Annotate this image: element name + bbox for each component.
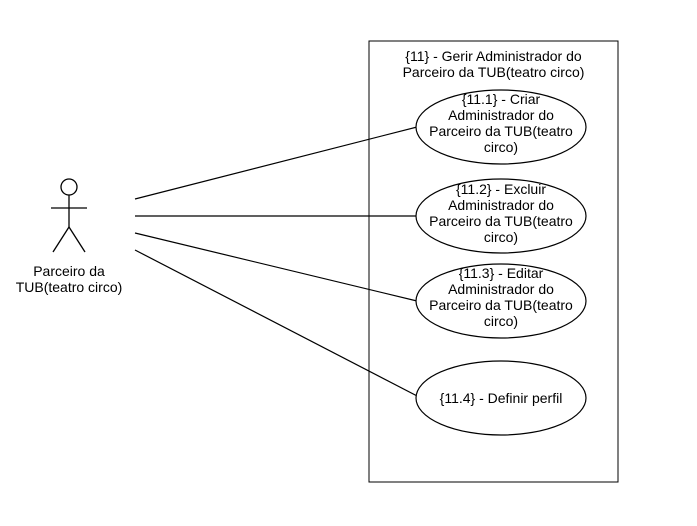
use-case-label-11-2: {11.2} - Excluir Administrador do Parcei… xyxy=(429,181,573,245)
actor-head xyxy=(60,178,78,196)
use-case-label-11-4: {11.4} - Definir perfil xyxy=(439,390,563,406)
use-case-label-11-3: {11.3} - Editar Administrador do Parceir… xyxy=(429,265,573,329)
use-case-ellipse-11-1[interactable] xyxy=(415,89,587,165)
use-case-ellipse-11-3[interactable] xyxy=(415,263,587,339)
actor-left-leg xyxy=(52,226,70,253)
use-case-label-11-1: {11.1} - Criar Administrador do Parceiro… xyxy=(429,91,573,155)
actor-figure[interactable] xyxy=(51,178,87,253)
association-line-11-3 xyxy=(134,232,418,302)
use-case-ellipse-11-2[interactable] xyxy=(415,178,587,254)
actor-label: Parceiro da TUB(teatro circo) xyxy=(15,263,123,295)
actor-right-leg xyxy=(68,226,86,253)
use-case-ellipse-11-4[interactable] xyxy=(415,360,587,436)
association-line-11-4 xyxy=(134,249,422,399)
association-line-11-1 xyxy=(134,126,418,200)
system-boundary-title: {11} - Gerir Administrador do Parceiro d… xyxy=(402,48,585,80)
